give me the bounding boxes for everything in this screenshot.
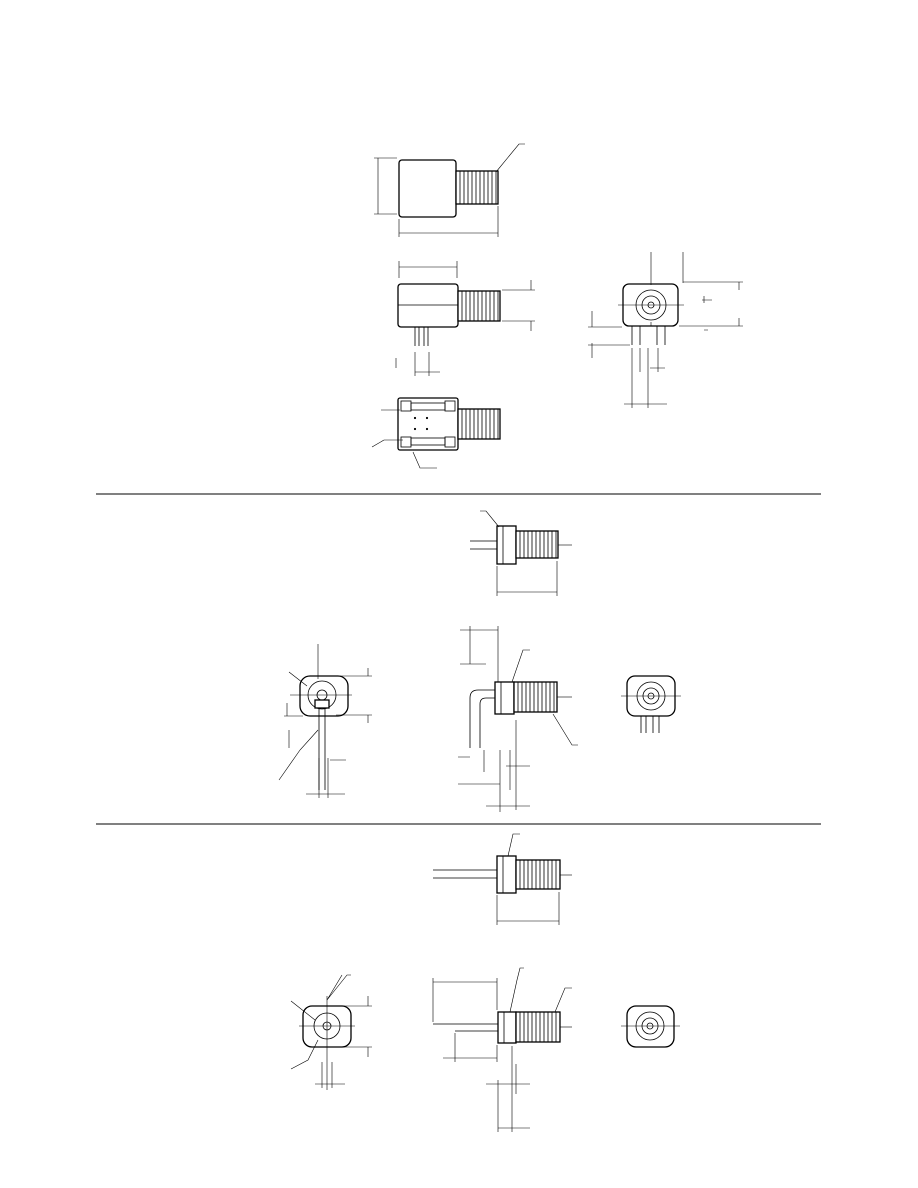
side-view-top bbox=[470, 510, 572, 596]
end-view bbox=[588, 252, 743, 408]
section-straight-lead bbox=[290, 833, 680, 1132]
side-view-top bbox=[433, 833, 572, 925]
end-view-right bbox=[621, 1005, 680, 1048]
end-view-right bbox=[621, 675, 681, 733]
bottom-view bbox=[371, 397, 501, 469]
straight-lead-side-view bbox=[432, 967, 572, 1132]
end-view-left bbox=[278, 644, 372, 798]
end-view-left bbox=[290, 974, 372, 1090]
right-angle-side-view bbox=[458, 626, 578, 812]
front-view-with-pins bbox=[395, 261, 535, 376]
side-view-body bbox=[374, 143, 525, 237]
section-vertical-pcb-mount bbox=[371, 143, 743, 469]
section-right-angle-pcb bbox=[278, 510, 681, 812]
